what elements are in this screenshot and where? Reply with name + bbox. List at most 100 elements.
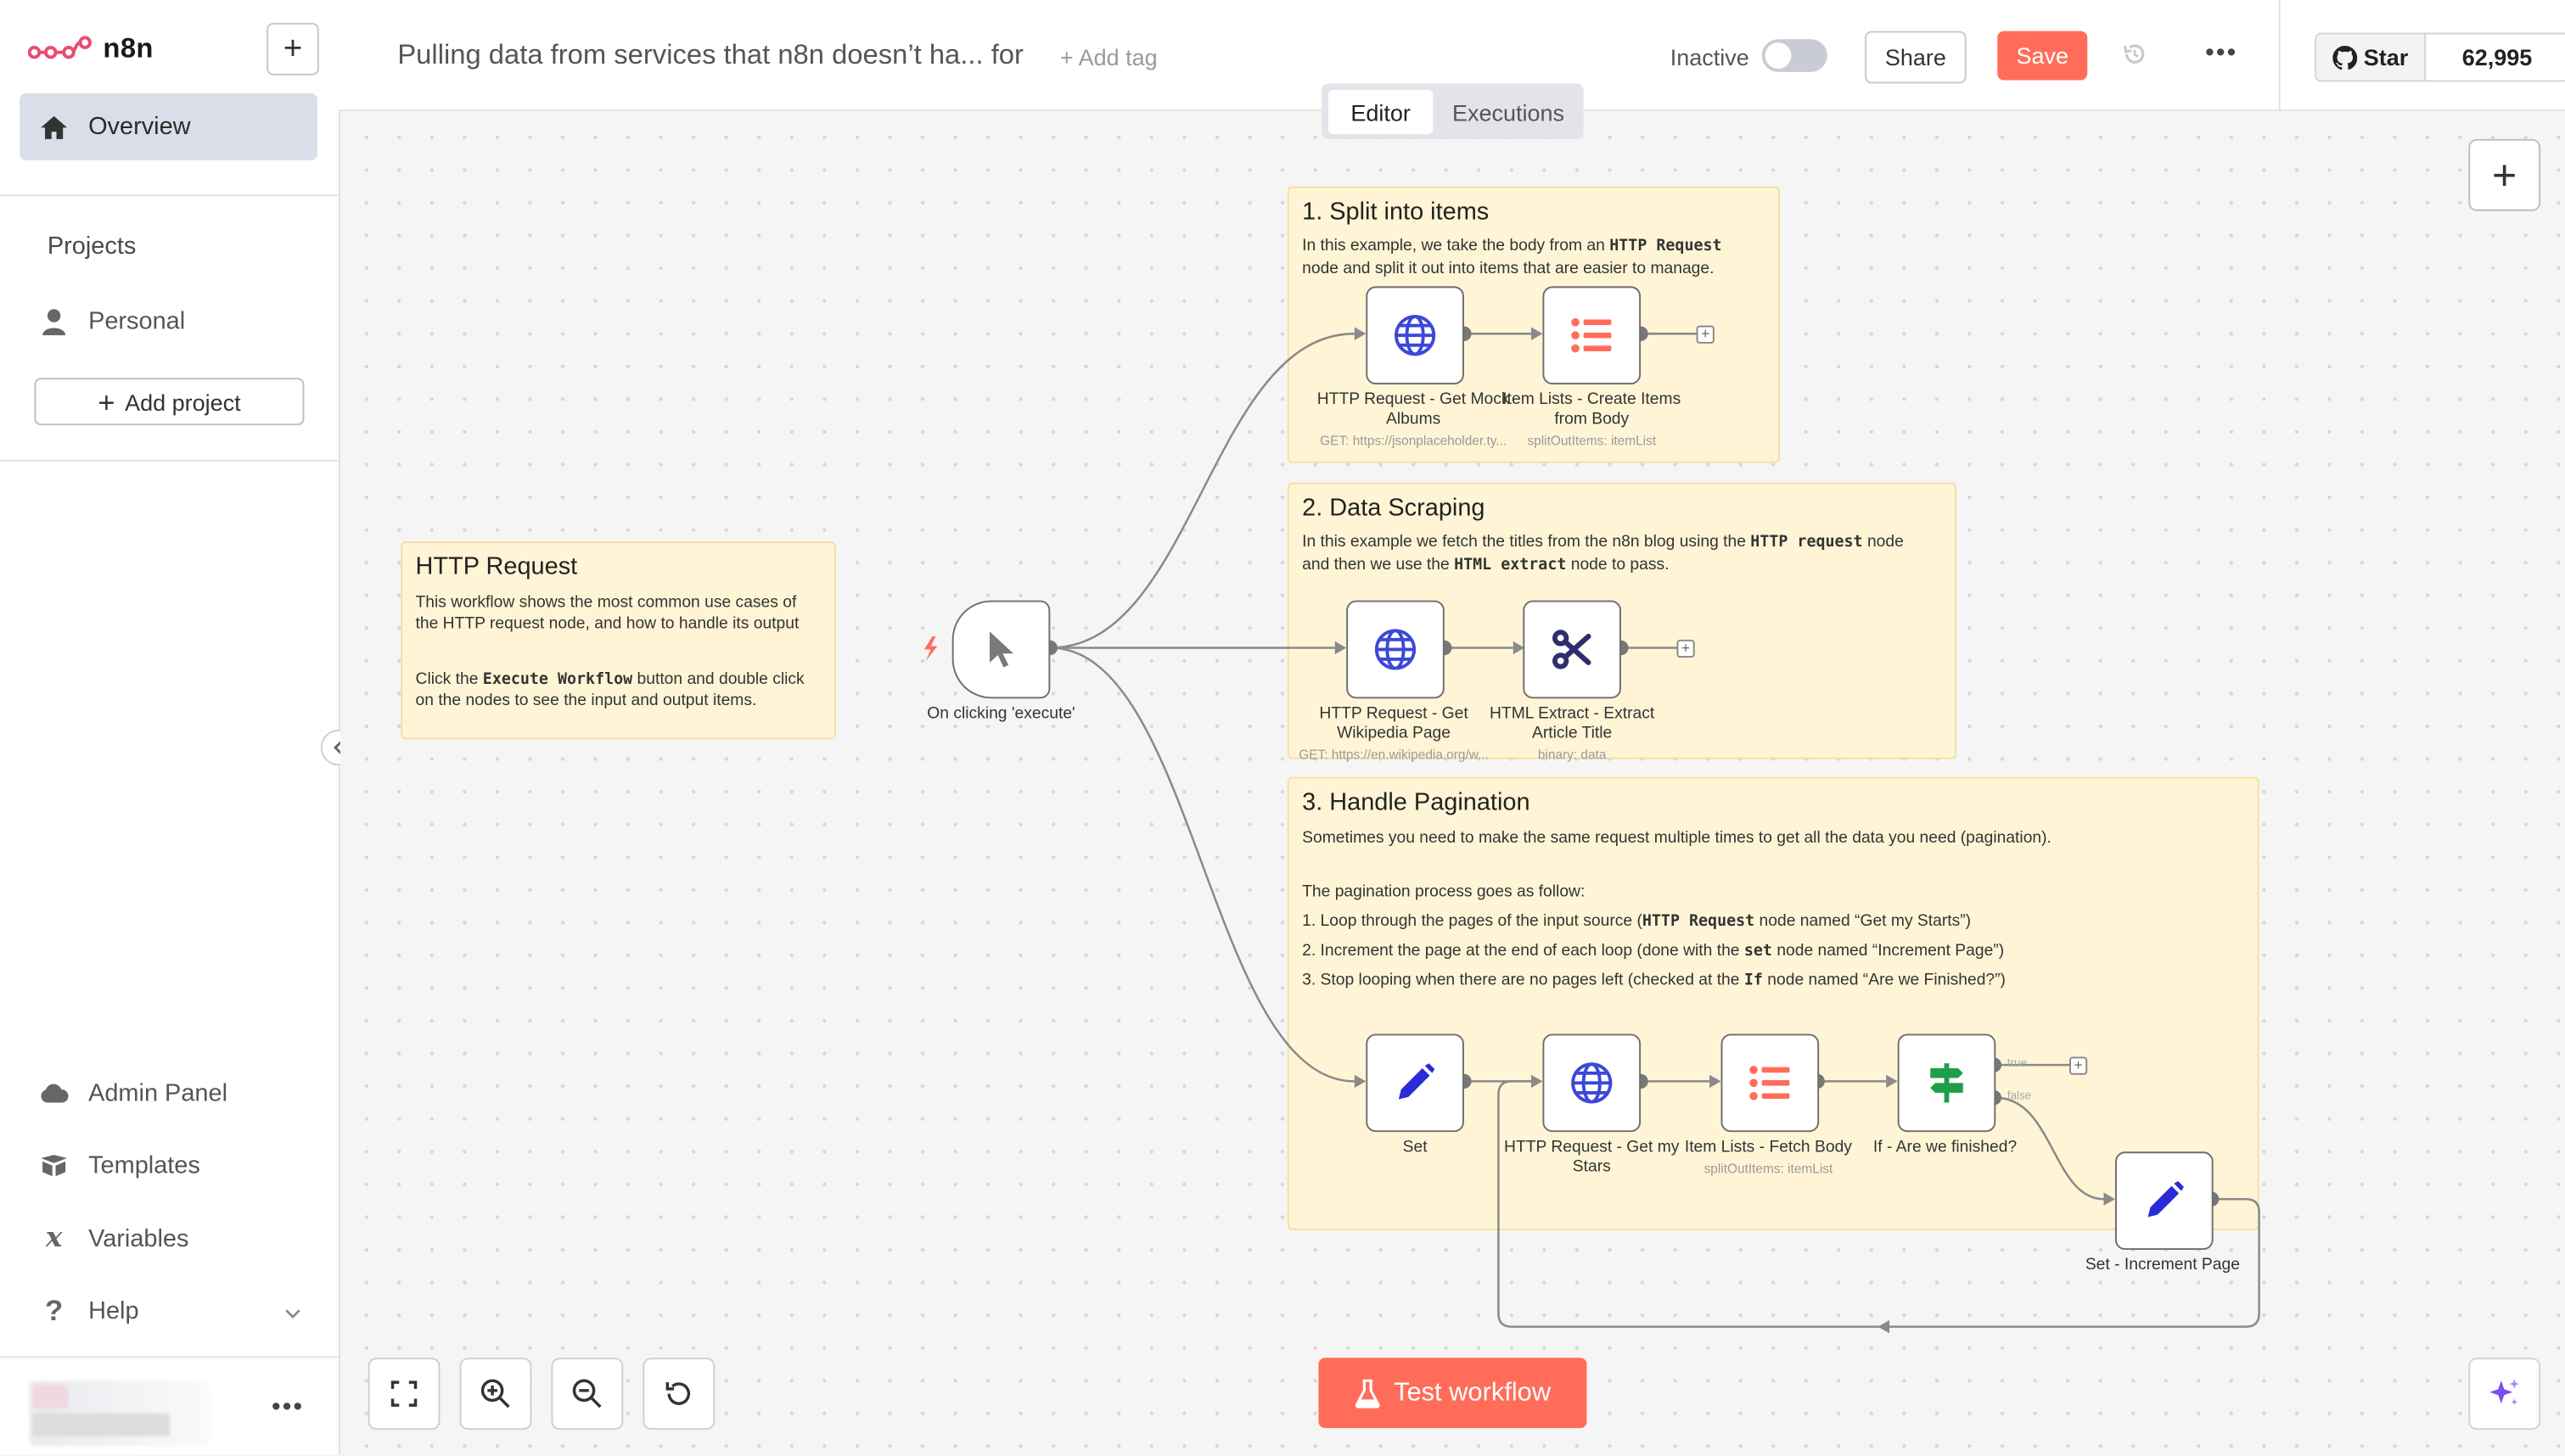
node-manual-trigger[interactable] (951, 600, 1051, 699)
pencil-icon (1398, 1063, 1435, 1100)
sticky-text: In this example we fetch the titles from… (1302, 533, 1904, 552)
history-icon[interactable] (2122, 41, 2148, 67)
sticky-text: 3. Stop looping when there are no pages … (1302, 972, 2006, 990)
user-more-icon[interactable]: ••• (271, 1393, 305, 1422)
list-icon (1749, 1066, 1790, 1100)
globe-icon (1374, 629, 1417, 670)
connection (1050, 647, 1355, 1083)
tab-executions[interactable]: Executions (1451, 98, 1564, 126)
sidebar: n8n + Overview Projects Personal + Add p… (0, 0, 357, 1456)
node-label: If - Are we finished? (1872, 1138, 2018, 1157)
zoom-to-fit-button[interactable] (368, 1358, 441, 1431)
sticky-title: 2. Data Scraping (1302, 494, 1485, 523)
test-workflow-label: Test workflow (1394, 1378, 1552, 1407)
sidebar-item-personal[interactable]: Personal (39, 306, 185, 336)
node-item-lists-create-items[interactable] (1542, 286, 1642, 385)
workflow-title[interactable]: Pulling data from services that n8n does… (397, 39, 1024, 70)
add-node-plus-icon[interactable]: + (1676, 639, 1695, 658)
add-tag-link[interactable]: + Add tag (1059, 44, 1158, 70)
node-label: Set (1402, 1138, 1428, 1157)
github-icon (2332, 45, 2357, 70)
share-button[interactable]: Share (1865, 31, 1967, 84)
node-http-get-my-stars[interactable] (1542, 1033, 1642, 1133)
undo-icon (665, 1382, 691, 1405)
sidebar-divider (0, 459, 339, 462)
cloud-icon (39, 1078, 69, 1108)
sidebar-item-overview[interactable]: Overview (20, 92, 317, 160)
workflow-active-toggle[interactable] (1761, 39, 1827, 72)
sidebar-item-help[interactable]: ? Help (39, 1293, 300, 1327)
sticky-note-intro[interactable]: HTTP Request This workflow shows the mos… (401, 541, 836, 740)
zoom-out-icon (572, 1379, 602, 1408)
box-icon (39, 1150, 69, 1179)
node-set[interactable] (1366, 1033, 1464, 1133)
cursor-icon (990, 631, 1013, 668)
workflow-more-icon[interactable]: ••• (2205, 39, 2238, 68)
signpost-icon (1930, 1063, 1963, 1103)
node-subtitle: splitOutItems: itemList (1703, 1161, 1833, 1177)
branch-true-label: true (2007, 1058, 2028, 1070)
node-html-extract[interactable] (1523, 600, 1621, 699)
node-http-get-wikipedia[interactable] (1346, 600, 1445, 699)
sticky-note-handle-pagination[interactable]: 3. Handle Pagination Sometimes you need … (1287, 776, 2259, 1230)
sticky-text: This workflow shows the most common use … (415, 593, 797, 613)
user-avatar-blurred[interactable] (29, 1380, 210, 1447)
github-star-label: Star (2363, 44, 2409, 70)
sticky-text: The pagination process goes as follow: (1302, 883, 1586, 902)
node-set-increment-page[interactable] (2114, 1151, 2214, 1250)
sticky-text: and then we use the HTML extract node to… (1302, 556, 1670, 574)
chevron-left-icon (334, 740, 343, 755)
user-menu: ••• (0, 1356, 339, 1456)
connection (1995, 1096, 2104, 1201)
sticky-text: 2. Increment the page at the end of each… (1302, 942, 2005, 960)
sidebar-divider (0, 194, 339, 197)
node-subtitle: GET: https://en.wikipedia.org/w... (1299, 748, 1489, 763)
reset-zoom-button[interactable] (643, 1358, 716, 1431)
n8n-logo[interactable]: n8n (27, 32, 154, 66)
sticky-text: Click the Execute Workflow button and do… (415, 670, 805, 689)
github-star-button[interactable]: Star 62,995 (2315, 32, 2565, 82)
node-subtitle: splitOutItems: itemList (1527, 433, 1657, 449)
add-node-plus-icon[interactable]: + (2069, 1056, 2088, 1075)
sticky-title: HTTP Request (415, 552, 578, 581)
sidebar-item-label: Overview (88, 113, 191, 141)
create-new-button[interactable]: + (267, 22, 319, 76)
ai-assistant-button[interactable] (2468, 1358, 2541, 1431)
add-node-plus-icon[interactable]: + (1696, 325, 1715, 344)
zoom-out-button[interactable] (551, 1358, 624, 1431)
sidebar-item-variables[interactable]: x Variables (39, 1222, 189, 1255)
save-button[interactable]: Save (1997, 31, 2088, 81)
node-label: On clicking 'execute' (927, 704, 1075, 724)
node-http-get-mock-albums[interactable] (1366, 286, 1464, 385)
github-star-count: 62,995 (2461, 44, 2533, 70)
node-subtitle: binary: data (1537, 748, 1607, 763)
node-if-are-we-finished[interactable] (1897, 1033, 1996, 1133)
sticky-text: 1. Loop through the pages of the input s… (1302, 912, 1972, 932)
list-icon (1571, 317, 1612, 353)
branch-false-label: false (2007, 1090, 2032, 1103)
variable-icon: x (45, 1222, 63, 1255)
tab-editor[interactable]: Editor (1327, 90, 1434, 135)
globe-icon (1395, 315, 1436, 356)
chevron-down-icon (284, 1299, 300, 1327)
zoom-in-button[interactable] (459, 1358, 532, 1431)
plus-icon: + (2492, 149, 2517, 199)
add-project-label: Add project (125, 388, 241, 415)
add-project-button[interactable]: + Add project (34, 378, 305, 426)
n8n-logo-icon (27, 36, 92, 59)
flask-icon (1355, 1378, 1380, 1408)
plus-icon: + (98, 385, 115, 418)
node-item-lists-fetch-body[interactable] (1720, 1033, 1820, 1133)
trigger-bolt-icon (923, 636, 938, 661)
app-name: n8n (103, 32, 154, 64)
sidebar-item-admin-panel[interactable]: Admin Panel (39, 1078, 227, 1108)
test-workflow-button[interactable]: Test workflow (1318, 1358, 1587, 1429)
user-icon (39, 306, 69, 336)
add-node-button[interactable]: + (2468, 138, 2541, 211)
sticky-text: node and split it out into items that ar… (1302, 260, 1715, 278)
sidebar-item-templates[interactable]: Templates (39, 1150, 200, 1179)
